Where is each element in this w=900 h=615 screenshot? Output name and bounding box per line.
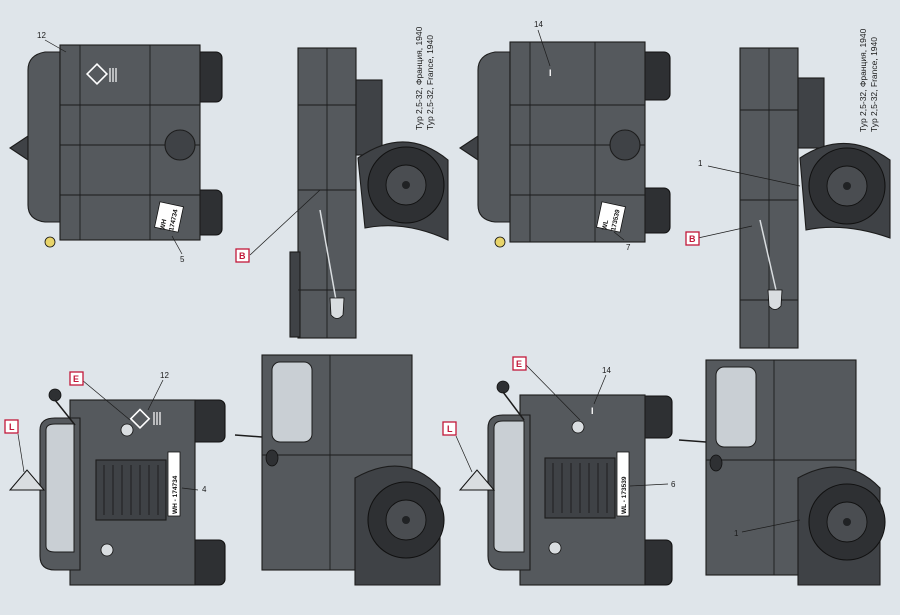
v2-rear-plate-number: 173539 <box>610 209 621 232</box>
v1-rear-plate-number: 174734 <box>168 209 179 232</box>
v2-rear-roman-mark: I <box>549 68 552 78</box>
caption-v2-ru: Typ 2,5-32, Франция, 1940 <box>858 28 868 132</box>
v1-side-shovel-blade <box>329 297 345 319</box>
v1-front-plate-text: WH - 174734 <box>172 475 179 514</box>
v2-rear-tarp-bulge <box>477 51 511 223</box>
v1-front-triangle-sign <box>8 469 46 491</box>
v1-rear-spare-wheel <box>164 129 196 161</box>
v1-front-headlamp-right <box>100 543 114 557</box>
tag-l-v2: L <box>442 421 457 436</box>
callout-12-v1-rear: 12 <box>37 31 46 40</box>
v2-rear-licence-plate: WL 173539 <box>596 201 626 233</box>
caption-v2-en: Typ 2,5-32, France, 1940 <box>869 37 879 132</box>
v2-front-windscreen <box>493 420 525 553</box>
v2-side-view: Typ 2,5-32, Франция, 1940 Typ 2,5-32, Fr… <box>678 28 891 586</box>
callout-5: 5 <box>180 255 185 264</box>
callout-4: 4 <box>202 485 207 494</box>
v2-rear-spare-wheel <box>609 129 641 161</box>
v1-front-mirror <box>48 388 62 402</box>
v2-side-headlamp <box>709 454 723 472</box>
tag-e-v2: E <box>512 356 527 371</box>
v1-side-view: Typ 2,5-32, Франция, 1940 Typ 2,5-32, Fr… <box>234 26 449 586</box>
tag-e-v2-label: E <box>516 359 522 369</box>
tag-l-v2-label: L <box>447 424 453 434</box>
v1-rear-triangle <box>9 134 29 162</box>
v1-rear-diamond-marking <box>85 62 117 86</box>
caption-variant-2: Typ 2,5-32, Франция, 1940 Typ 2,5-32, Fr… <box>858 28 879 132</box>
v2-front-headlamp-left <box>571 420 585 434</box>
v2-rear-lamp <box>494 236 506 248</box>
v1-rear-tarp-bulge <box>27 51 61 223</box>
tag-e-v1: E <box>69 371 84 386</box>
tag-b-v2-label: B <box>689 234 696 244</box>
v1-rear-lamp <box>44 236 56 248</box>
v1-front-view: WH - 174734 L E 12 4 <box>4 371 226 586</box>
caption-variant-1: Typ 2,5-32, Франция, 1940 Typ 2,5-32, Fr… <box>414 26 435 130</box>
v2-side-shovel-handle <box>759 219 777 291</box>
v1-side-headlamp <box>265 449 279 467</box>
tag-e-v1-label: E <box>73 374 79 384</box>
callout-1-v2-side-bottom: 1 <box>734 529 739 538</box>
tag-b-v1: B <box>235 248 250 263</box>
caption-v1-ru: Typ 2,5-32, Франция, 1940 <box>414 26 424 130</box>
v1-rear-plate-prefix: WH <box>159 218 168 230</box>
tag-b-v1-label: B <box>239 251 246 261</box>
tag-l-v1-label: L <box>9 422 15 432</box>
tag-l-v1: L <box>4 419 19 434</box>
v1-rear-view: WH 174734 12 5 <box>9 31 223 264</box>
v2-front-plate-text: WL - 173539 <box>621 476 628 514</box>
callout-14-v2-rear: 14 <box>534 20 543 29</box>
v1-front-windscreen <box>45 423 75 553</box>
tag-b-v2: B <box>685 231 700 246</box>
v1-side-shovel-handle <box>319 209 337 301</box>
callout-14-v2-front: 14 <box>602 366 611 375</box>
v1-side-mirror-arm <box>234 434 263 438</box>
v2-front-view: I WL - 173539 L E 14 6 <box>442 356 676 586</box>
v1-front-diamond-marking <box>129 408 161 430</box>
callout-1-v2-side-top: 1 <box>698 159 703 168</box>
v2-side-fuel-tank <box>797 77 825 149</box>
v1-front-headlamp-left <box>120 423 134 437</box>
v2-front-licence-plate: WL - 173539 <box>616 451 630 517</box>
v2-front-roman-mark: I <box>591 406 594 416</box>
v1-side-step <box>289 251 301 338</box>
callout-12-v1-front: 12 <box>160 371 169 380</box>
v2-rear-plate-prefix: WL <box>601 219 610 230</box>
v1-front-licence-plate: WH - 174734 <box>167 451 181 517</box>
v2-rear-view: I WL 173539 14 7 <box>459 20 671 252</box>
caption-v1-en: Typ 2,5-32, France, 1940 <box>425 35 435 130</box>
v2-side-mirror-arm <box>678 439 707 443</box>
v1-side-fuel-tank <box>355 79 383 156</box>
v2-side-shovel-blade <box>767 289 783 310</box>
v1-rear-licence-plate: WH 174734 <box>154 201 184 233</box>
v1-side-cab-window <box>271 361 313 443</box>
callout-7: 7 <box>626 243 631 252</box>
v2-front-headlamp-right <box>548 541 562 555</box>
v2-side-cab-window <box>715 366 757 448</box>
v2-front-mirror <box>496 380 510 394</box>
v2-front-triangle-sign <box>458 469 496 491</box>
v2-rear-triangle <box>459 134 479 162</box>
callout-6: 6 <box>671 480 676 489</box>
